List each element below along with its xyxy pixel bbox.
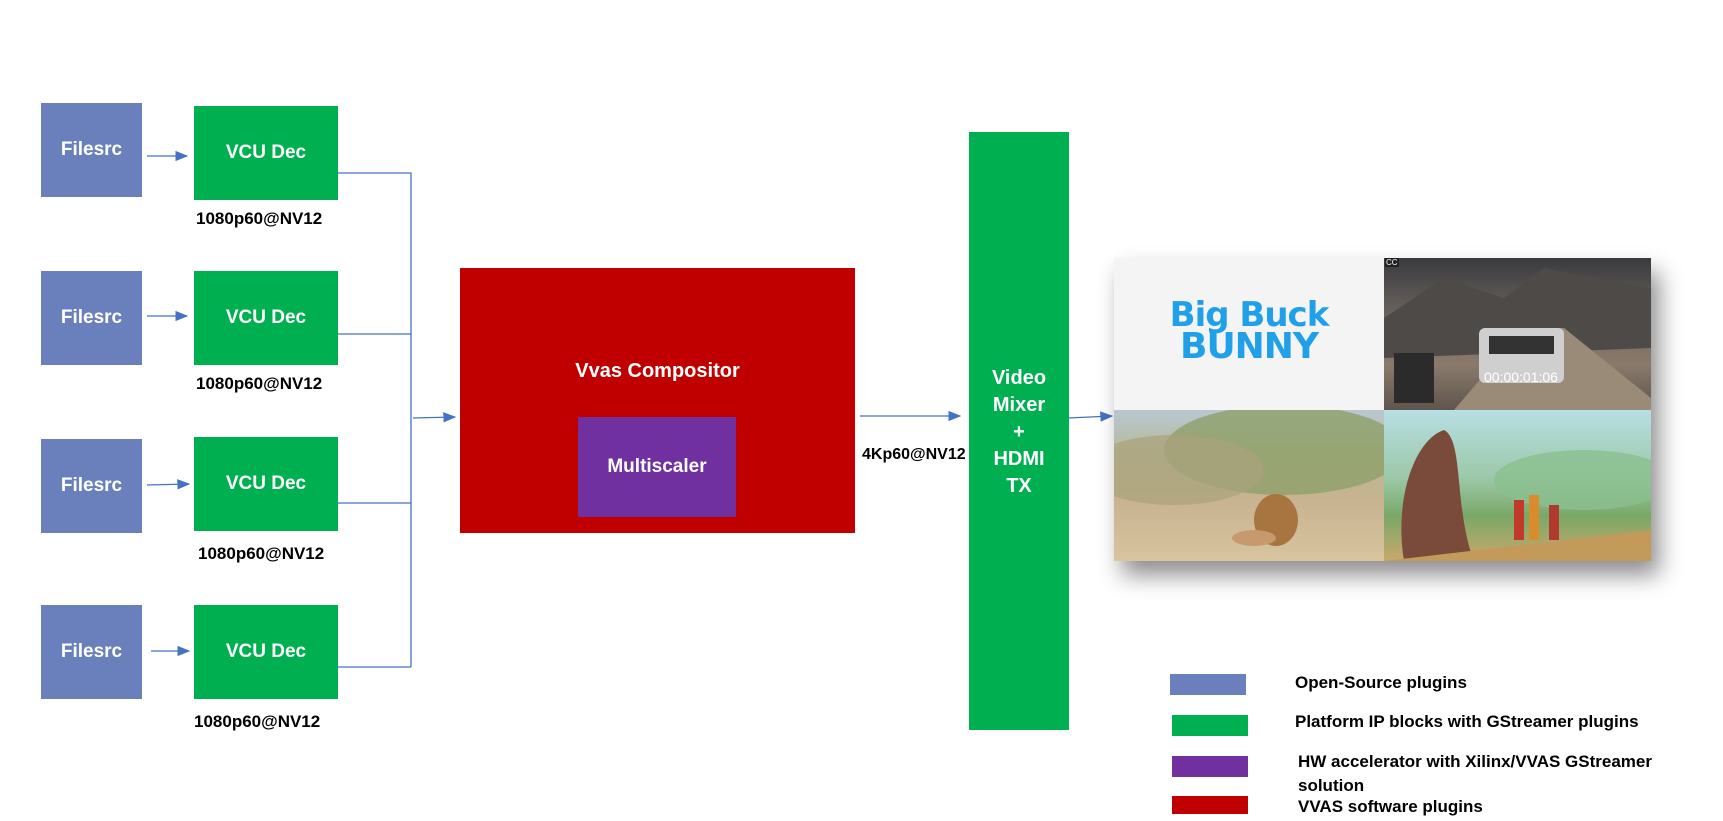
driving-scene-graphic [1384,268,1651,410]
filesrc-block-2: Filesrc [41,271,142,365]
format-label-1: 1080p60@NV12 [196,209,323,228]
format-label-3: 1080p60@NV12 [198,544,325,563]
bbb-logo-line1: Big Buck [1169,295,1330,335]
filesrc-block-4: Filesrc [41,605,142,699]
legend-label-hw-accelerator: HW accelerator with Xilinx/VVAS GStreame… [1298,752,1652,795]
timestamp-overlay: 00:00:01:06 [1484,369,1558,385]
mixer-label-video: Video [991,367,1047,389]
driving-game-tile: 00:00:01:06 CC [1384,258,1651,410]
legend-label-platform-ip: Platform IP blocks with GStreamer plugin… [1295,712,1639,731]
format-label-4: 1080p60@NV12 [194,712,321,731]
legend-swatch-platform-ip [1172,715,1248,736]
output-format-label: 4Kp60@NV12 [862,446,966,463]
big-buck-bunny-tile: Big Buck BUNNY [1114,258,1384,410]
arrow-mixer-to-display [1067,411,1114,422]
vcu-dec-block-2: VCU Dec [194,271,338,365]
legend-swatch-software [1172,796,1248,814]
legend-label-software: VVAS software plugins [1298,797,1483,816]
filesrc-block-1: Filesrc [41,103,142,197]
arrow-filesrc3-to-vcu3 [146,479,191,490]
arrow-bus-to-compositor [412,412,457,423]
mixer-label-tx: TX [1006,475,1032,497]
filesrc-block-3: Filesrc [41,439,142,533]
legend-label-open-source: Open-Source plugins [1295,673,1467,692]
snail-beach-tile [1114,410,1384,561]
video-mixer-hdmi-block: Video Mixer + HDMI TX [969,132,1069,730]
bus-line-1 [338,172,412,667]
animated-kids-tile [1384,410,1651,561]
cc-badge: CC [1385,258,1399,267]
output-display-preview: Big Buck BUNNY 00:00:01:06 CC [1114,258,1651,561]
snail-scene-graphic [1114,410,1384,546]
vcu-dec-block-1: VCU Dec [194,106,338,200]
compositor-label: Vvas Compositor [575,360,740,382]
multiscaler-block: Multiscaler [578,417,736,517]
format-label-2: 1080p60@NV12 [196,374,323,393]
bbb-logo-line2: BUNNY [1180,326,1319,367]
kids-scene-graphic [1384,430,1651,561]
vvas-compositor-block: Vvas Compositor Multiscaler [460,268,855,533]
vcu-dec-block-4: VCU Dec [194,605,338,699]
mixer-label-hdmi: HDMI [993,448,1045,470]
legend-swatch-open-source [1170,674,1246,695]
mixer-label-mixer: Mixer [992,394,1046,416]
vcu-dec-block-3: VCU Dec [194,437,338,531]
legend-swatch-hw-accelerator [1172,756,1248,777]
mixer-label-plus: + [1013,421,1025,443]
